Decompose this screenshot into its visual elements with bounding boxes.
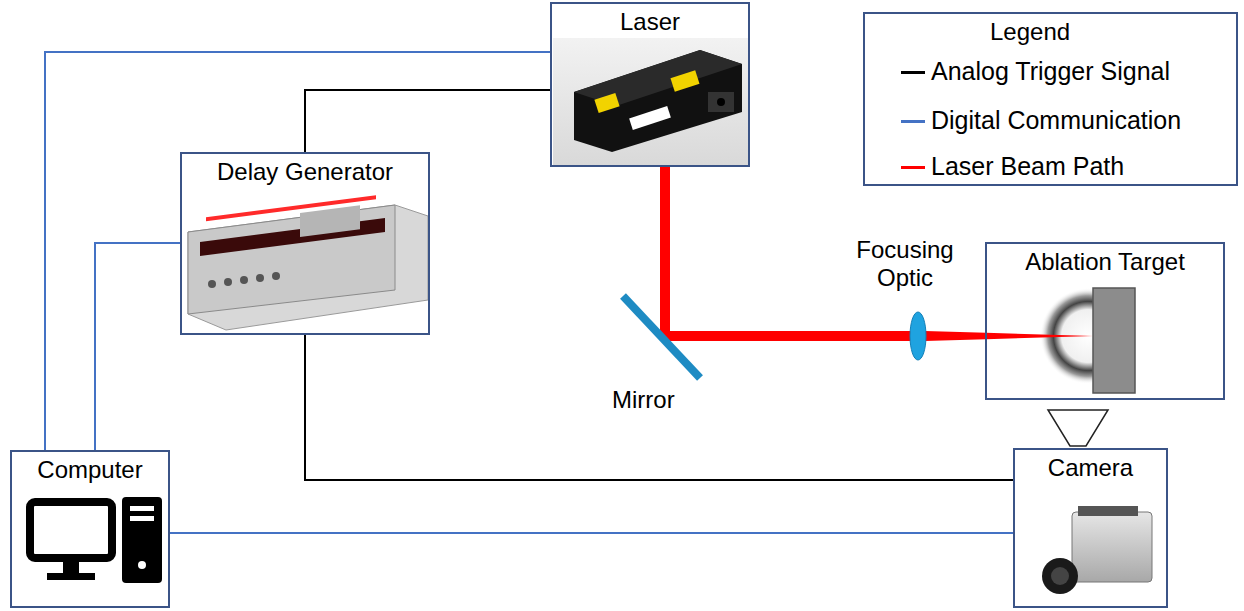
laser-aperture	[717, 98, 725, 106]
lens-symbol	[910, 312, 926, 360]
monitor-stand	[63, 560, 79, 574]
legend-row: Analog Trigger Signal	[865, 56, 1236, 86]
delay-generator-front	[188, 205, 395, 314]
computer-box: Computer	[10, 450, 170, 608]
camera-box: Camera	[1013, 448, 1168, 608]
laser-body	[574, 50, 742, 152]
target-plate	[1093, 288, 1135, 393]
beam-taper-mask	[925, 339, 986, 343]
laser-sticker	[594, 93, 619, 113]
camera-view-cone	[1048, 410, 1108, 446]
camera-top	[1078, 506, 1138, 516]
beam-taper-mask	[925, 329, 986, 333]
laser-plate	[629, 106, 671, 130]
camera-lens-glass	[1051, 567, 1069, 585]
keypad	[300, 205, 360, 237]
digital-link	[170, 532, 1013, 534]
camera-lens	[1042, 558, 1078, 594]
legend-title: Legend	[990, 18, 1070, 46]
ablation-target-box: Ablation Target	[985, 242, 1225, 400]
legend-text: Digital Communication	[931, 105, 1181, 135]
optic-label: Focusing Optic	[845, 236, 965, 292]
laser-sticker	[670, 70, 699, 91]
node-title: Ablation Target	[987, 244, 1223, 276]
legend-row: Laser Beam Path	[865, 151, 1236, 181]
camera-body	[1072, 512, 1152, 582]
node-title: Delay Generator	[182, 154, 428, 186]
legend-line-sample	[901, 71, 925, 74]
knob	[256, 274, 264, 282]
legend-row: Digital Communication	[865, 105, 1236, 135]
digital-link	[45, 52, 550, 450]
node-title: Camera	[1015, 450, 1166, 482]
digital-link	[95, 243, 180, 450]
delay-generator-body	[188, 205, 428, 330]
monitor-base	[47, 573, 95, 580]
mirror-label: Mirror	[612, 386, 675, 414]
laser-aperture-plate	[708, 92, 734, 112]
legend-box: Analog Trigger SignalDigital Communicati…	[863, 12, 1238, 186]
knob	[272, 272, 280, 280]
delay-generator-box: Delay Generator	[180, 152, 430, 335]
tower-slot	[130, 516, 154, 521]
knob	[224, 278, 232, 286]
laser-photo-ground	[553, 38, 748, 165]
legend-line-sample	[901, 120, 925, 123]
monitor-icon	[30, 502, 112, 558]
knob	[240, 276, 248, 284]
node-title: Computer	[12, 452, 168, 484]
tower-slot	[130, 506, 154, 511]
tower-icon	[122, 497, 162, 583]
focused-beam	[986, 333, 1093, 339]
laser-box: Laser	[550, 2, 750, 167]
legend-text: Analog Trigger Signal	[931, 56, 1170, 86]
legend-text: Laser Beam Path	[931, 151, 1124, 181]
tower-button	[138, 561, 146, 569]
delay-generator-knobs	[208, 205, 360, 288]
legend-line-sample	[901, 166, 925, 169]
mirror-symbol	[623, 296, 700, 378]
trigger-line	[305, 335, 1013, 480]
node-title: Laser	[552, 4, 748, 36]
knob	[208, 280, 216, 288]
laser-beam	[665, 167, 985, 336]
trigger-line	[305, 90, 550, 152]
